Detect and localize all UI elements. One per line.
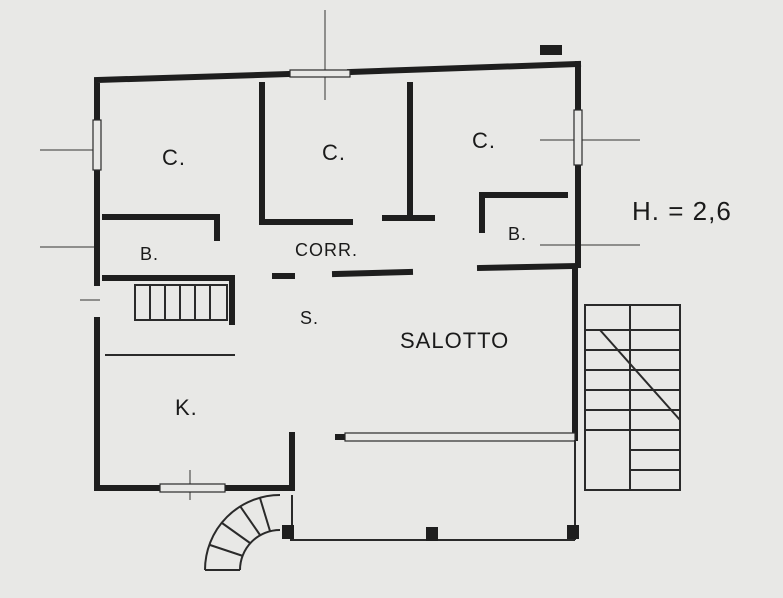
label-stairs: S. [300, 308, 319, 328]
label-bathroom-2: B. [508, 224, 527, 244]
room-labels: C. C. C. B. B. CORR. S. SALOTTO K. H. = … [140, 128, 732, 420]
reference-lines [40, 10, 640, 500]
spiral-staircase [204, 494, 281, 571]
label-corridor: CORR. [295, 240, 358, 260]
label-ceiling-height: H. = 2,6 [632, 196, 732, 226]
interior-staircase [134, 284, 228, 321]
label-living-room: SALOTTO [400, 328, 509, 353]
label-bedroom-1: C. [162, 145, 186, 170]
windows [92, 69, 583, 493]
interior-walls [102, 82, 579, 325]
columns [282, 45, 579, 541]
label-bathroom-1: B. [140, 244, 159, 264]
label-kitchen: K. [175, 395, 198, 420]
label-bedroom-3: C. [472, 128, 496, 153]
exterior-staircase [584, 304, 681, 491]
label-bedroom-2: C. [322, 140, 346, 165]
